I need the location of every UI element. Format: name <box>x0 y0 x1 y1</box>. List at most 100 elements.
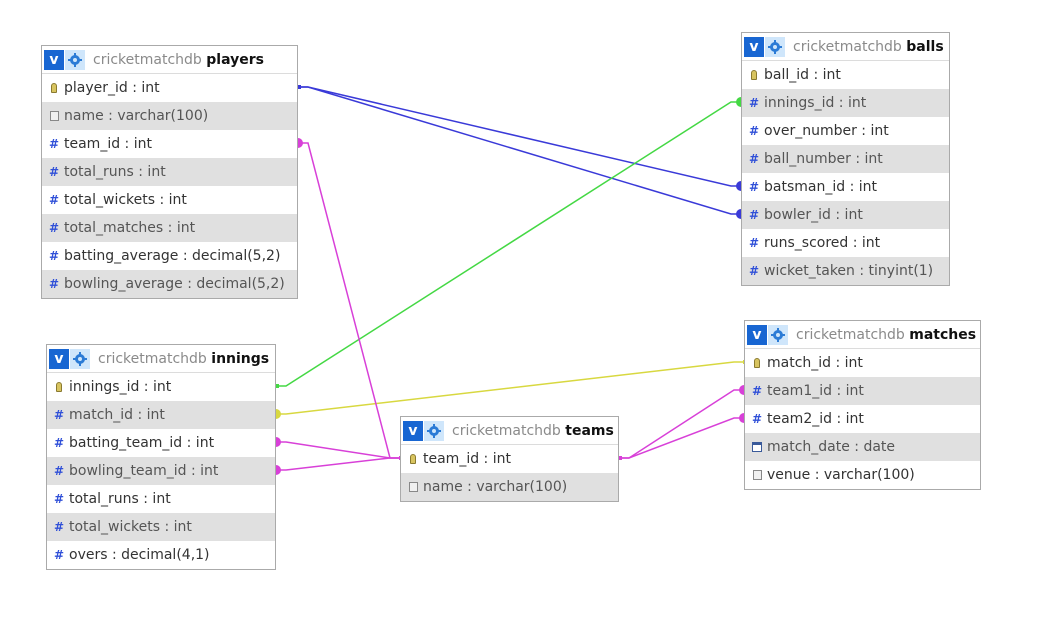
column-row[interactable]: # total_runs : int <box>42 158 297 186</box>
table-matches[interactable]: v cricketmatchdb matches match_id : int #te… <box>744 320 981 490</box>
hash-icon: # <box>53 492 65 506</box>
relation-line <box>298 86 741 187</box>
gear-icon[interactable] <box>768 324 788 345</box>
relation-line <box>276 101 741 387</box>
table-title[interactable]: cricketmatchdb innings <box>98 351 269 367</box>
column-row[interactable]: team_id : int <box>401 445 618 473</box>
text-icon <box>47 111 61 121</box>
table-name: teams <box>565 422 614 439</box>
column-row[interactable]: match_date : date <box>745 433 980 461</box>
column-label: total_matches : int <box>64 220 196 236</box>
column-label: match_date : date <box>767 439 896 455</box>
toggle-view-button[interactable]: v <box>44 49 64 70</box>
table-title[interactable]: cricketmatchdb teams <box>452 423 614 439</box>
column-row[interactable]: #match_id : int <box>47 401 275 429</box>
column-label: innings_id : int <box>764 95 867 111</box>
column-label: match_id : int <box>767 355 863 371</box>
column-row[interactable]: #overs : decimal(4,1) <box>47 541 275 569</box>
column-row[interactable]: #over_number : int <box>742 117 949 145</box>
column-row[interactable]: # bowler_id : int <box>742 201 949 229</box>
column-label: name : varchar(100) <box>423 479 568 495</box>
column-row[interactable]: #bowling_average : decimal(5,2) <box>42 270 297 298</box>
table-header[interactable]: v cricketmatchdb teams <box>401 417 618 445</box>
column-row[interactable]: venue : varchar(100) <box>745 461 980 489</box>
column-row[interactable]: #batting_team_id : int <box>47 429 275 457</box>
gear-icon[interactable] <box>70 348 90 369</box>
table-title[interactable]: cricketmatchdb matches <box>796 327 976 343</box>
hash-icon: # <box>748 152 760 166</box>
table-title[interactable]: cricketmatchdb balls <box>793 39 944 55</box>
table-header[interactable]: v cricketmatchdb matches <box>745 321 980 349</box>
relation-line <box>276 441 400 459</box>
toggle-view-button[interactable]: v <box>403 420 423 441</box>
hash-icon: # <box>48 165 60 179</box>
table-header[interactable]: v cricketmatchdb innings <box>47 345 275 373</box>
toggle-view-button[interactable]: v <box>49 348 69 369</box>
table-header[interactable]: v cricketmatchdb players <box>42 46 297 74</box>
column-label: bowler_id : int <box>764 207 863 223</box>
column-row[interactable]: match_id : int <box>745 349 980 377</box>
column-label: total_runs : int <box>69 491 171 507</box>
key-icon <box>47 83 61 93</box>
column-label: venue : varchar(100) <box>767 467 915 483</box>
hash-icon: # <box>53 408 65 422</box>
key-icon <box>406 454 420 464</box>
column-label: batsman_id : int <box>764 179 877 195</box>
column-row[interactable]: #total_wickets : int <box>42 186 297 214</box>
hash-icon: # <box>48 193 60 207</box>
column-row[interactable]: #ball_number : int <box>742 145 949 173</box>
hash-icon: # <box>748 208 760 222</box>
text-icon <box>406 482 420 492</box>
gear-icon[interactable] <box>765 36 785 57</box>
column-row[interactable]: innings_id : int <box>47 373 275 401</box>
gear-icon[interactable] <box>65 49 85 70</box>
toggle-view-button[interactable]: v <box>744 36 764 57</box>
column-row[interactable]: #team2_id : int <box>745 405 980 433</box>
hash-icon: # <box>748 96 760 110</box>
relation-source-marker <box>275 384 279 388</box>
column-label: team2_id : int <box>767 411 864 427</box>
column-row[interactable]: #wicket_taken : tinyint(1) <box>742 257 949 285</box>
column-row[interactable]: # innings_id : int <box>742 89 949 117</box>
column-row[interactable]: #team1_id : int <box>745 377 980 405</box>
column-label: runs_scored : int <box>764 235 881 251</box>
column-label: name : varchar(100) <box>64 108 209 124</box>
column-row[interactable]: # runs_scored : int <box>742 229 949 257</box>
column-row[interactable]: # total_runs : int <box>47 485 275 513</box>
column-row[interactable]: name : varchar(100) <box>42 102 297 130</box>
column-label: innings_id : int <box>69 379 172 395</box>
gear-icon[interactable] <box>424 420 444 441</box>
relation-line <box>298 86 741 215</box>
table-name: innings <box>211 350 270 367</box>
toggle-view-button[interactable]: v <box>747 324 767 345</box>
column-label: wicket_taken : tinyint(1) <box>764 263 934 279</box>
column-row[interactable]: #batting_average : decimal(5,2) <box>42 242 297 270</box>
column-row[interactable]: #total_matches : int <box>42 214 297 242</box>
column-label: total_runs : int <box>64 164 166 180</box>
column-row[interactable]: name : varchar(100) <box>401 473 618 501</box>
table-balls[interactable]: v cricketmatchdb balls ball_id : int # innin… <box>741 32 950 286</box>
table-header[interactable]: v cricketmatchdb balls <box>742 33 949 61</box>
column-row[interactable]: #batsman_id : int <box>742 173 949 201</box>
column-label: player_id : int <box>64 80 160 96</box>
hash-icon: # <box>748 236 760 250</box>
database-name: cricketmatchdb <box>796 326 905 343</box>
column-row[interactable]: ball_id : int <box>742 61 949 89</box>
column-row[interactable]: #team_id : int <box>42 130 297 158</box>
table-title[interactable]: cricketmatchdb players <box>93 52 264 68</box>
column-row[interactable]: #bowling_team_id : int <box>47 457 275 485</box>
table-players[interactable]: v cricketmatchdb players player_id : int na… <box>41 45 298 299</box>
text-icon <box>750 470 764 480</box>
database-name: cricketmatchdb <box>793 38 902 55</box>
relation-line <box>619 389 744 459</box>
hash-icon: # <box>53 548 65 562</box>
database-name: cricketmatchdb <box>98 350 207 367</box>
column-label: batting_average : decimal(5,2) <box>64 248 281 264</box>
column-row[interactable]: #total_wickets : int <box>47 513 275 541</box>
column-row[interactable]: player_id : int <box>42 74 297 102</box>
table-innings[interactable]: v cricketmatchdb innings innings_id : int #… <box>46 344 276 570</box>
relation-line <box>276 361 744 415</box>
table-teams[interactable]: v cricketmatchdb teams team_id : int name :… <box>400 416 619 502</box>
relation-line <box>276 457 400 471</box>
hash-icon: # <box>53 436 65 450</box>
